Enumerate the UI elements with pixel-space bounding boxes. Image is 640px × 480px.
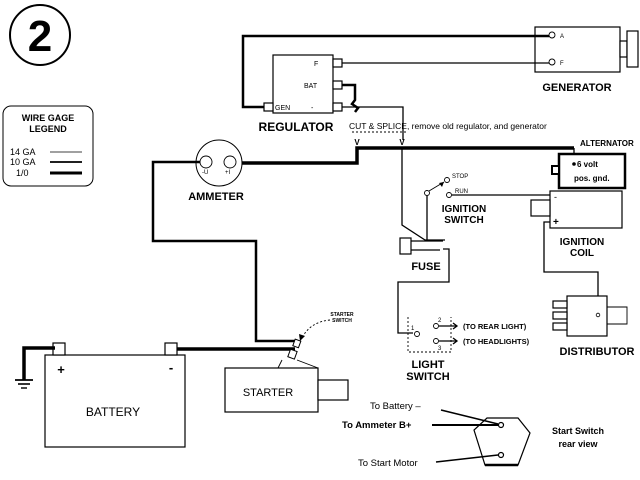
generator-f-label: F [560, 61, 564, 67]
alternator-line2: pos. gnd. [574, 174, 610, 183]
regulator-gen-label: GEN [275, 105, 290, 112]
diagram-number-badge: 2 [9, 4, 71, 66]
coil-minus-label: - [554, 192, 557, 202]
diagram-number: 2 [28, 12, 52, 61]
ign-switch-label-line1: IGNITION [442, 204, 486, 215]
light-switch-label-line2: SWITCH [406, 371, 449, 383]
splice-marker-1: V [354, 138, 360, 147]
ignition-coil: - + IGNITION COIL [530, 190, 623, 259]
generator-label: GENERATOR [542, 82, 611, 94]
ign-switch-stop-contact [444, 177, 450, 183]
start-switch-wire-battery [440, 409, 499, 425]
alternator: ALTERNATOR 6 volt pos. gnd. [551, 139, 634, 190]
ign-switch-run-contact [446, 192, 452, 198]
regulator: F BAT GEN - REGULATOR [259, 54, 343, 134]
fuse: FUSE [399, 237, 443, 273]
light-switch-label-line1: LIGHT [412, 359, 445, 371]
wire-coil-to-distributor [543, 221, 599, 312]
light-switch-pin1: 1 [411, 326, 415, 332]
regulator-minus-label: - [311, 105, 314, 112]
ign-switch-stop-label: STOP [452, 174, 468, 180]
cut-splice-text: CUT & SPLICE [349, 121, 407, 131]
fuse-label: FUSE [411, 261, 440, 273]
battery-post-minus [164, 342, 178, 356]
ign-switch-label-line2: SWITCH [444, 215, 483, 226]
coil-plus-label: + [553, 217, 559, 228]
splice-marker-2: V [399, 138, 405, 147]
legend-title-line1: WIRE GAGE [22, 113, 75, 123]
alternator-label: ALTERNATOR [580, 139, 634, 148]
legend-item-10ga: 10 GA [10, 157, 36, 167]
starter: STARTER STARTER SWITCH [224, 312, 354, 413]
wire-bus-to-fuse [401, 148, 445, 241]
start-switch-to-battery: To Battery – [370, 401, 421, 412]
main-bus-wire [224, 146, 574, 165]
distributor: DISTRIBUTOR [552, 295, 635, 358]
ground-icon [15, 379, 33, 389]
generator-a-label: A [560, 34, 564, 40]
regulator-f-label: F [314, 61, 318, 68]
generator: A F GENERATOR [534, 26, 639, 94]
battery-label: BATTERY [86, 405, 140, 419]
ammeter-terminal-right [223, 155, 237, 169]
wire-reg-bat [342, 83, 360, 113]
regulator-terminal-minus [332, 102, 343, 112]
starter-switch-callout-line2: SWITCH [332, 318, 352, 324]
battery: + - BATTERY [44, 342, 186, 448]
regulator-label: REGULATOR [259, 120, 334, 134]
starter-switch [287, 338, 302, 360]
start-switch-title-line2: rear view [558, 439, 598, 449]
ignition-switch: STOP RUN IGNITION SWITCH [424, 174, 486, 226]
wire-battery-ground [22, 346, 55, 380]
cut-splice-rest: , remove old regulator, and generator [407, 121, 547, 131]
cut-splice-label: CUT & SPLICE, remove old regulator, and … [349, 121, 547, 131]
ammeter-left-label: -U [202, 170, 208, 176]
wire-gen-a [241, 34, 549, 109]
start-switch-to-ammeter: To Ammeter B+ [342, 420, 412, 431]
regulator-bat-label: BAT [304, 83, 318, 90]
battery-plus-label: + [57, 362, 65, 377]
wire-gage-legend: WIRE GAGE LEGEND 14 GA 10 GA 1/0 [2, 105, 94, 187]
ammeter-right-label: +I [225, 170, 231, 176]
regulator-terminal-bat [332, 80, 343, 90]
generator-terminal-f [548, 58, 556, 66]
legend-title-line2: LEGEND [29, 124, 67, 134]
wire-fuse-to-light-switch [397, 248, 450, 334]
alternator-line1: 6 volt [577, 160, 598, 169]
ammeter-label: AMMETER [188, 191, 244, 203]
starter-label: STARTER [243, 387, 293, 399]
start-switch-title-line1: Start Switch [552, 426, 604, 436]
start-switch-rear-view: To Battery – To Ammeter B+ To Start Moto… [342, 401, 604, 469]
coil-label-line2: COIL [570, 248, 594, 259]
legend-item-14ga: 14 GA [10, 147, 36, 157]
distributor-label: DISTRIBUTOR [560, 346, 635, 358]
regulator-terminal-f [332, 58, 343, 68]
light-switch-out-rear: (TO REAR LIGHT) [463, 322, 527, 331]
coil-label-line1: IGNITION [560, 237, 604, 248]
legend-item-1-0: 1/0 [16, 168, 29, 178]
light-switch: 1 2 3 (TO REAR LIGHT) (TO HEADLIGHTS) LI… [406, 317, 530, 383]
regulator-terminal-gen [263, 102, 274, 112]
ammeter-terminal-left [199, 155, 213, 169]
light-switch-pin3: 3 [438, 346, 442, 352]
wire-ammeter-to-starter-switch [151, 160, 298, 343]
start-switch-wire-motor [435, 454, 499, 463]
ammeter: -U +I AMMETER [188, 139, 244, 203]
light-switch-pin2: 2 [438, 318, 442, 324]
light-switch-out-head: (TO HEADLIGHTS) [463, 337, 530, 346]
generator-terminal-a [548, 31, 556, 39]
battery-minus-label: - [169, 360, 173, 375]
starter-switch-callout-line1: STARTER [330, 312, 354, 318]
wire-reg-minus [342, 106, 404, 140]
start-switch-to-motor: To Start Motor [358, 458, 418, 469]
ign-switch-run-label: RUN [455, 189, 468, 195]
starter-switch-callout-line [301, 319, 331, 339]
